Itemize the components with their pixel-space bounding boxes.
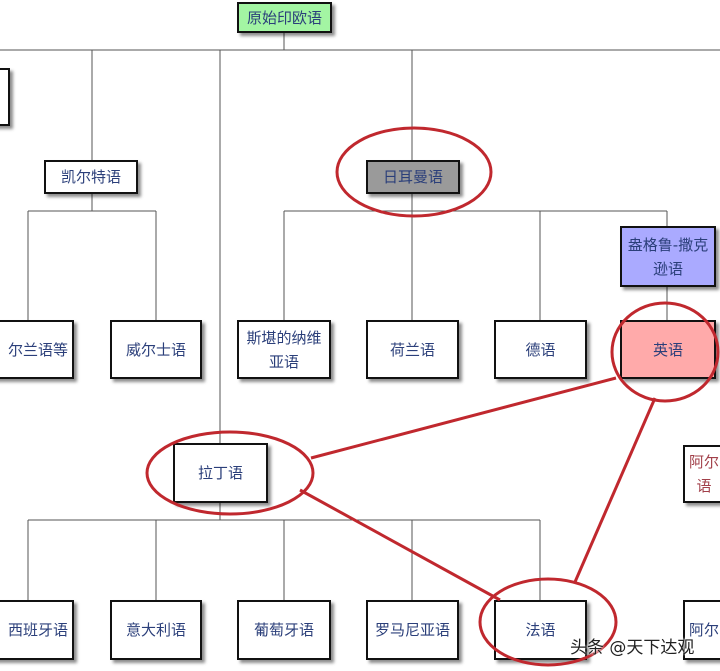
node-german: 德语: [494, 320, 587, 379]
watermark: 头条 @天下达观: [570, 638, 695, 658]
node-portuguese: 葡萄牙语: [237, 600, 331, 660]
node-spanish: 西班牙语: [0, 600, 74, 660]
highlight-circle-germanic: [335, 126, 493, 218]
node-anglo-saxon: 盎格鲁-撒克逊语: [620, 226, 716, 287]
node-irish: 尔兰语等: [0, 320, 74, 379]
node-proto-indo-european: 原始印欧语: [237, 2, 332, 33]
highlight-circle-english: [610, 301, 720, 403]
highlight-circle-latin: [145, 430, 315, 516]
node-english: 英语: [620, 320, 716, 379]
node-partial-left-top: [0, 68, 10, 126]
node-celtic: 凯尔特语: [44, 160, 138, 194]
node-germanic: 日耳曼语: [366, 160, 460, 194]
node-italian: 意大利语: [110, 600, 202, 660]
link-latin-english: [310, 376, 617, 460]
node-latin: 拉丁语: [173, 443, 268, 503]
node-romanian: 罗马尼亚语: [366, 600, 459, 660]
node-scandinavian: 斯堪的纳维亚语: [237, 320, 331, 379]
link-latin-french: [299, 488, 501, 602]
node-partial-right-bottom: 阿尔: [683, 600, 720, 660]
node-dutch: 荷兰语: [366, 320, 459, 379]
link-english-french: [573, 397, 657, 583]
node-welsh: 威尔士语: [110, 320, 202, 379]
node-french: 法语: [494, 600, 587, 660]
highlight-circle-french: [478, 577, 618, 667]
node-partial-right-top: 阿尔 语: [683, 445, 720, 503]
